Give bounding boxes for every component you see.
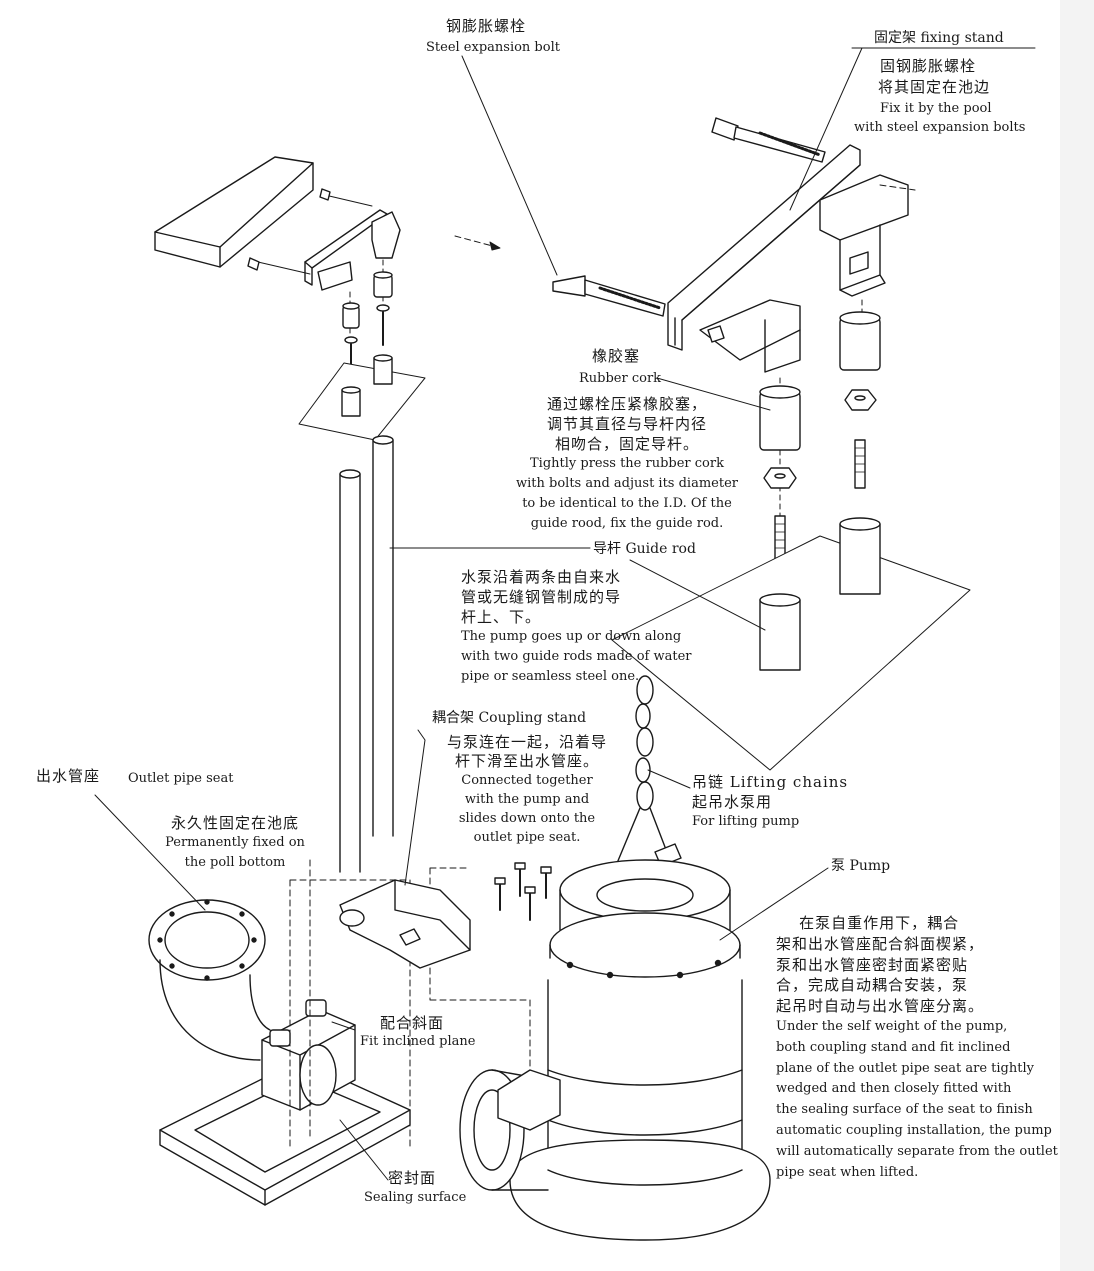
chain-desc-line: For lifting pump [692, 814, 800, 829]
bolt-label-zh: 钢膨胀螺栓 [446, 17, 527, 35]
pump-label: 泵 Pump [831, 858, 891, 874]
fix-desc-en-1: Fix it by the pool [880, 101, 992, 116]
incline-label-zh: 配合斜面 [380, 1014, 445, 1032]
coupling-desc-line: slides down onto the [458, 811, 596, 826]
bolt-label-en: Steel expansion bolt [426, 40, 560, 55]
pump-body [459, 859, 771, 1241]
pump-desc-line: 架和出水管座配合斜面楔紧， [776, 934, 985, 953]
chain-desc-line: 吊链 Lifting chains [692, 773, 849, 791]
outlet-seat-label-zh: 出水管座 [36, 767, 101, 785]
pump-desc-line: pipe seat when lifted. [776, 1164, 919, 1180]
guide-desc-line: 管或无缝钢管制成的导 [461, 588, 622, 606]
pump-desc-line: Under the self weight of the pump, [776, 1018, 1008, 1034]
cork-label-en: Rubber cork [579, 371, 662, 386]
cork-desc-line: with bolts and adjust its diameter [516, 476, 738, 491]
chain-desc-line: 起吊水泵用 [692, 793, 773, 811]
coupling-stand [339, 862, 552, 969]
coupling-stand-label: 耦合架 Coupling stand [432, 710, 587, 726]
coupling-desc-line: 与泵连在一起，沿着导 [446, 733, 607, 751]
cork-description: 通过螺栓压紧橡胶塞， 调节其直径与导杆内径 相吻合，固定导杆。 Tightly … [512, 394, 742, 534]
pump-desc-line: 在泵自重作用下，耦合 [776, 914, 960, 932]
cork-desc-line: guide rood, fix the guide rod. [530, 516, 724, 531]
pump-desc-line: the sealing surface of the seat to finis… [776, 1102, 1033, 1118]
pump-desc-line: plane of the outlet pipe seat are tightl… [776, 1060, 1034, 1076]
coupling-desc-line: outlet pipe seat. [473, 830, 581, 845]
lifting-chain-description: 吊链 Lifting chains 起吊水泵用 For lifting pump [692, 772, 849, 832]
coupling-desc-line: Connected together [461, 773, 593, 788]
pump-desc-line: both coupling stand and fit inclined [776, 1039, 1011, 1055]
pump-desc-line: 合，完成自动耦合安装，泵 [776, 976, 969, 995]
pump-desc-line: will automatically separate from the out… [776, 1143, 1058, 1159]
pump-description: 在泵自重作用下，耦合 架和出水管座配合斜面楔紧， 泵和出水管座密封面紧密贴 合，… [776, 913, 1058, 1183]
guide-rod-description: 水泵沿着两条由自来水 管或无缝钢管制成的导 杆上、下。 The pump goe… [461, 567, 701, 687]
guide-desc-line: 杆上、下。 [461, 608, 542, 626]
fixing-stand-label: 固定架 fixing stand [874, 30, 1004, 46]
seal-label-zh: 密封面 [388, 1169, 437, 1187]
pump-desc-line: wedged and then closely fitted with [776, 1081, 1012, 1097]
incline-label-en: Fit inclined plane [360, 1034, 476, 1049]
small-assembly [154, 156, 426, 873]
cork-label-zh: 橡胶塞 [592, 347, 641, 365]
cork-desc-line: 通过螺栓压紧橡胶塞， [546, 395, 707, 413]
cork-desc-line: to be identical to the I.D. Of the [522, 496, 732, 511]
permanent-desc-line: Permanently fixed on [165, 835, 305, 850]
guide-rod-label: 导杆 Guide rod [593, 541, 696, 557]
cork-desc-line: Tightly press the rubber cork [530, 456, 724, 471]
coupling-desc-line: with the pump and [464, 792, 590, 807]
fix-desc-en-2: with steel expansion bolts [854, 120, 1026, 135]
fix-desc-zh-2: 将其固定在池边 [878, 78, 991, 96]
outlet-pipe-seat [148, 859, 531, 1206]
outlet-seat-label-en: Outlet pipe seat [128, 771, 234, 786]
pump-desc-line: 泵和出水管座密封面紧密贴 [776, 955, 969, 974]
coupling-description: 与泵连在一起，沿着导 杆下滑至出水管座。 Connected together … [432, 733, 622, 847]
coupling-desc-line: 杆下滑至出水管座。 [454, 752, 599, 770]
seal-label-en: Sealing surface [364, 1190, 467, 1205]
fix-desc-zh-1: 固钢膨胀螺栓 [880, 57, 977, 75]
pump-desc-line: automatic coupling installation, the pum… [776, 1122, 1052, 1138]
guide-desc-line: pipe or seamless steel one. [461, 669, 640, 684]
fixing-stand-assembly [552, 117, 971, 771]
pump-desc-line: 起吊时自动与出水管座分离。 [776, 997, 985, 1016]
leader-lines [94, 47, 1036, 1181]
cork-desc-line: 调节其直径与导杆内径 [546, 415, 707, 433]
guide-desc-line: with two guide rods made of water [461, 649, 692, 664]
permanent-description: 永久性固定在池底 Permanently fixed on the poll b… [160, 813, 310, 873]
guide-desc-line: 水泵沿着两条由自来水 [461, 568, 622, 586]
cork-desc-line: 相吻合，固定导杆。 [554, 435, 699, 453]
permanent-desc-line: 永久性固定在池底 [170, 814, 299, 832]
permanent-desc-line: the poll bottom [184, 855, 286, 870]
guide-desc-line: The pump goes up or down along [461, 629, 682, 644]
